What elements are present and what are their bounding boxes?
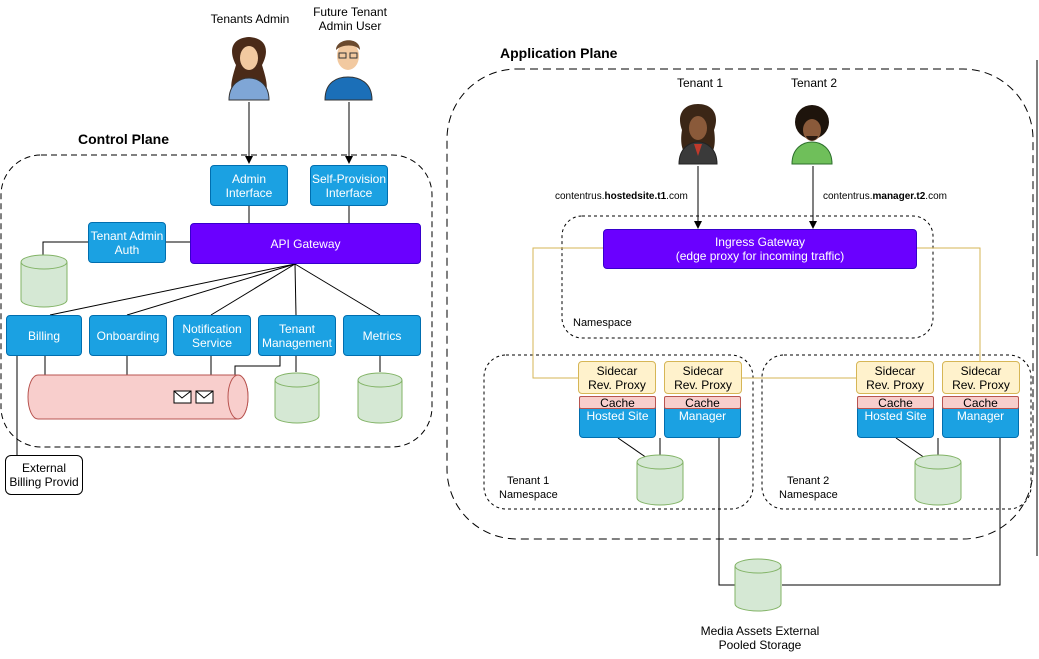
notification-line1: Notification <box>182 321 242 336</box>
tenant-admin-auth-box[interactable]: Tenant Admin Auth <box>88 222 166 263</box>
tenant1-url-prefix: contentrus. <box>555 191 605 202</box>
onboarding-box[interactable]: Onboarding <box>89 315 167 356</box>
t1-sidecar-manager-line2: Rev. Proxy <box>674 377 732 392</box>
t1-manager-label: Manager <box>678 409 727 423</box>
tenant2-label: Tenant 2 <box>790 76 838 90</box>
tenant-admin-auth-line2: Auth <box>114 242 140 257</box>
storage-label: Media Assets External Pooled Storage <box>680 624 840 652</box>
metrics-database <box>357 372 403 424</box>
tenant2-url: contentrus.manager.t2.com <box>823 191 947 202</box>
t2-manager-label: Manager <box>956 409 1005 423</box>
auth-database <box>20 254 68 308</box>
message-queue <box>27 374 249 420</box>
t2-sidecar-manager-line2: Rev. Proxy <box>952 377 1010 392</box>
tenant1-label: Tenant 1 <box>676 76 724 90</box>
t1-cache-hosted[interactable]: Cache <box>579 396 656 410</box>
tenant-mgmt-database <box>274 372 320 424</box>
tenant1-database <box>636 454 684 506</box>
tenant2-url-host: manager.t2 <box>872 191 926 202</box>
t1-sidecar-hosted-line2: Rev. Proxy <box>588 377 646 392</box>
tenant-management-box[interactable]: Tenant Management <box>258 315 336 356</box>
tenant-management-line1: Tenant <box>278 321 316 336</box>
ingress-namespace-label: Namespace <box>573 317 632 329</box>
future-admin-line2: Admin User <box>318 19 382 33</box>
t2-ns-line2: Namespace <box>779 489 838 501</box>
t2-cache-manager[interactable]: Cache <box>942 396 1019 410</box>
t2-sidecar-manager-line1: Sidecar <box>960 363 1002 378</box>
t2-sidecar-hosted-line1: Sidecar <box>874 363 916 378</box>
metrics-box[interactable]: Metrics <box>343 315 421 356</box>
application-plane-title: Application Plane <box>500 45 618 61</box>
self-provision-box[interactable]: Self-Provision Interface <box>310 165 388 206</box>
tenant1-url-host: hostedsite.t1 <box>604 191 667 202</box>
future-admin-label: Future Tenant Admin User <box>295 5 405 33</box>
control-plane-title: Control Plane <box>78 131 170 147</box>
billing-box[interactable]: Billing <box>6 315 82 356</box>
t1-cache-manager[interactable]: Cache <box>664 396 741 410</box>
admin-interface-line1: Admin <box>231 171 266 186</box>
t2-sidecar-hosted-line2: Rev. Proxy <box>866 377 924 392</box>
tenant1-namespace-label: Tenant 1 Namespace <box>499 474 558 502</box>
application-plane-container <box>446 68 1034 540</box>
tenant-admin-auth-line1: Tenant Admin <box>90 228 164 243</box>
tenant2-url-prefix: contentrus. <box>823 191 873 202</box>
ingress-line2: (edge proxy for incoming traffic) <box>675 249 845 263</box>
tenant2-database <box>914 454 962 506</box>
storage-line1: Media Assets External <box>700 624 820 638</box>
future-admin-line1: Future Tenant <box>313 5 387 19</box>
tenant-management-line2: Management <box>261 335 333 350</box>
pooled-storage-database <box>734 558 782 612</box>
control-plane-container <box>0 154 433 448</box>
t2-sidecar-manager-box[interactable]: Sidecar Rev. Proxy <box>942 361 1020 394</box>
tenants-admin-label: Tenants Admin <box>210 12 290 26</box>
tenant2-namespace-label: Tenant 2 Namespace <box>779 474 838 502</box>
ingress-gateway-box[interactable]: Ingress Gateway (edge proxy for incoming… <box>603 229 917 269</box>
external-billing-line2: Billing Provid <box>9 475 79 489</box>
tenant1-person-icon <box>678 104 718 165</box>
api-gateway-box[interactable]: API Gateway <box>190 223 421 264</box>
t1-hosted-site-label: Hosted Site <box>586 409 649 423</box>
tenant1-url: contentrus.hostedsite.t1.com <box>555 191 688 202</box>
t2-sidecar-hosted-box[interactable]: Sidecar Rev. Proxy <box>856 361 934 394</box>
tenant1-namespace-box <box>483 354 754 510</box>
notification-service-box[interactable]: Notification Service <box>173 315 251 356</box>
self-provision-line2: Interface <box>325 185 373 200</box>
external-billing-box[interactable]: External Billing Provid <box>5 455 83 495</box>
tenants-admin-person-icon <box>228 37 270 101</box>
tenant1-url-suffix: .com <box>666 191 688 202</box>
admin-interface-box[interactable]: Admin Interface <box>210 165 288 206</box>
t2-hosted-site-label: Hosted Site <box>864 409 927 423</box>
ingress-line1: Ingress Gateway <box>714 235 806 249</box>
self-provision-line1: Self-Provision <box>311 171 387 186</box>
t1-sidecar-hosted-box[interactable]: Sidecar Rev. Proxy <box>578 361 656 394</box>
t1-ns-line1: Tenant 1 <box>507 475 550 487</box>
tenant2-person-icon <box>791 105 833 165</box>
t1-sidecar-manager-box[interactable]: Sidecar Rev. Proxy <box>664 361 742 394</box>
notification-line2: Service <box>191 335 232 350</box>
storage-line2: Pooled Storage <box>718 638 802 652</box>
tenant2-namespace-box <box>761 354 1032 510</box>
admin-interface-line2: Interface <box>225 185 273 200</box>
t1-sidecar-manager-line1: Sidecar <box>682 363 724 378</box>
t1-sidecar-hosted-line1: Sidecar <box>596 363 638 378</box>
external-billing-line1: External <box>21 461 67 475</box>
future-admin-person-icon <box>324 40 373 101</box>
t2-ns-line1: Tenant 2 <box>787 475 830 487</box>
tenant2-url-suffix: .com <box>925 191 947 202</box>
t1-ns-line2: Namespace <box>499 489 558 501</box>
ingress-namespace <box>561 215 934 339</box>
t2-cache-hosted[interactable]: Cache <box>857 396 934 410</box>
